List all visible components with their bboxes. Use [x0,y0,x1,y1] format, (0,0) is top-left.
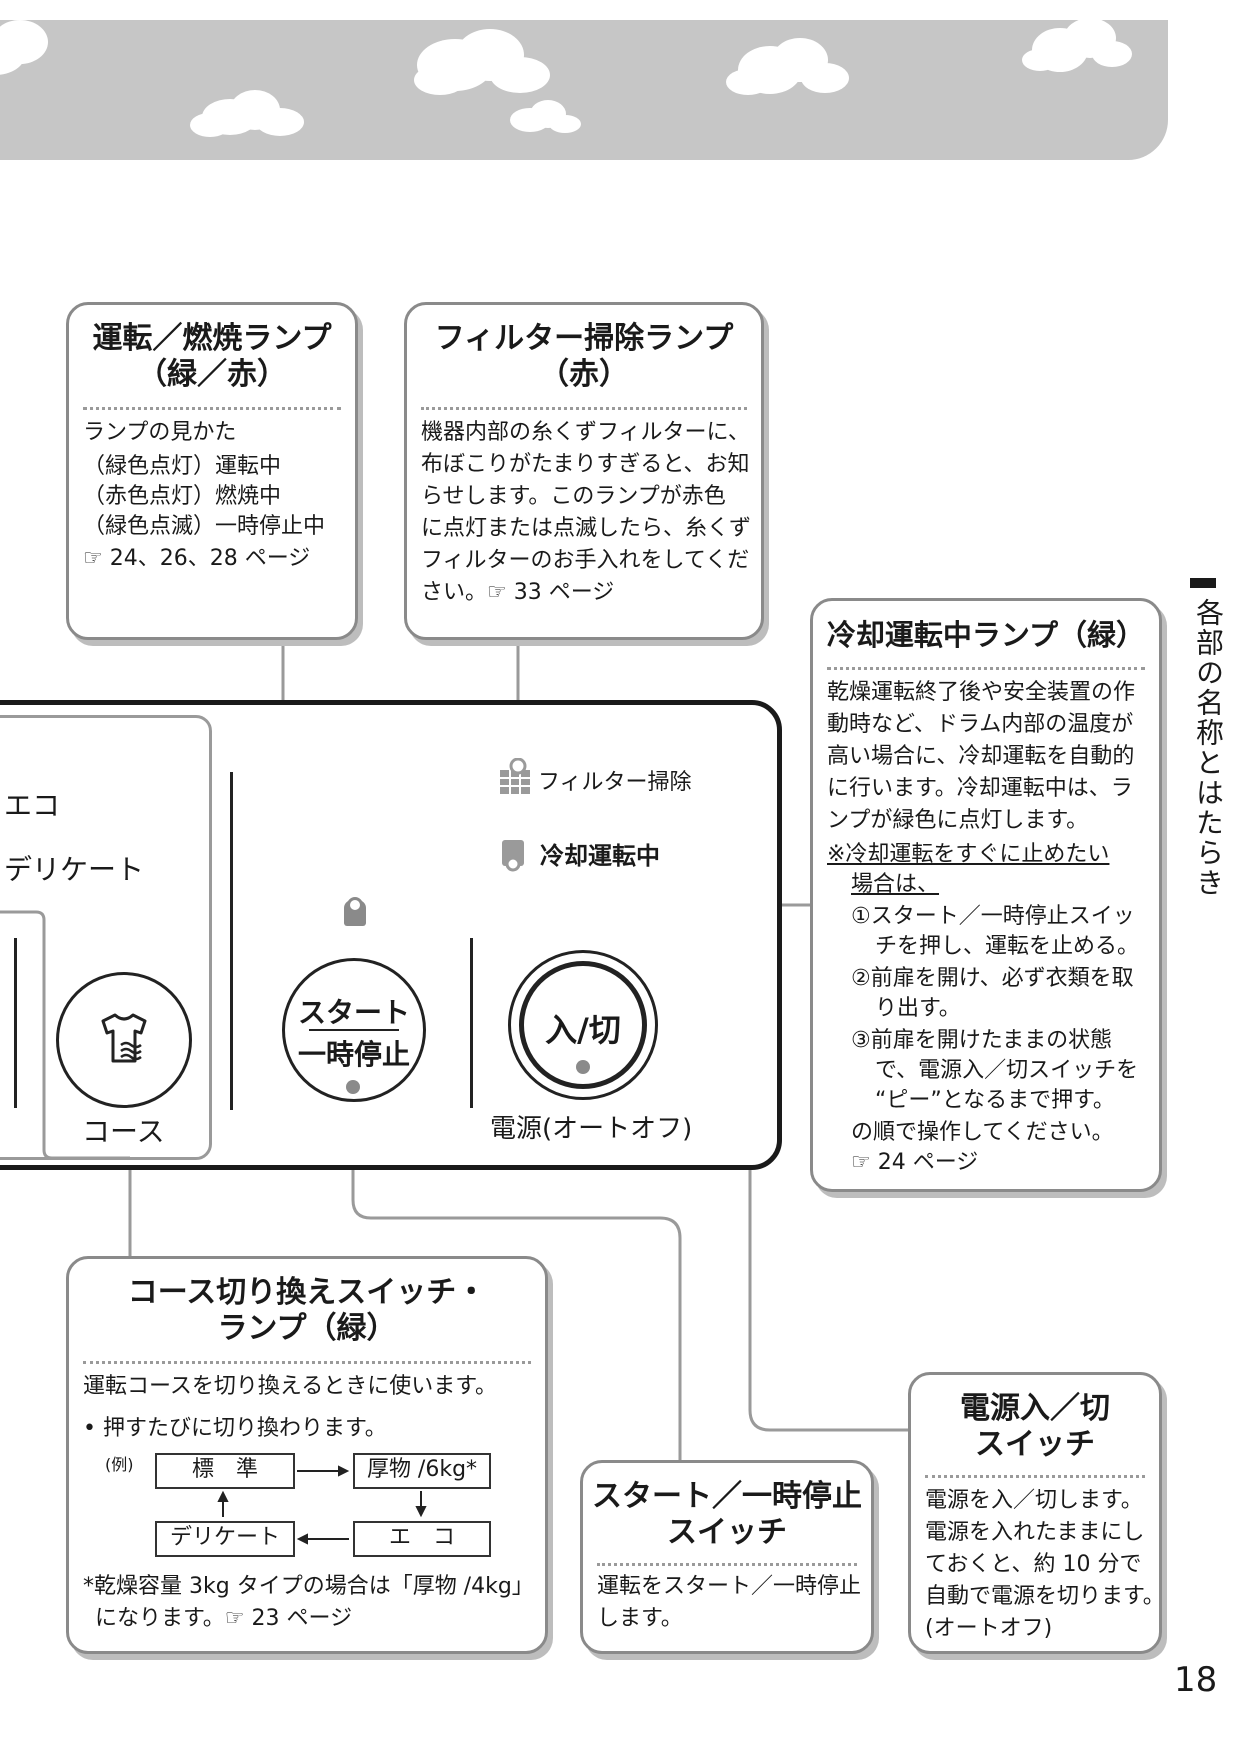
body-line: 乾燥運転終了後や安全装置の作 [827,680,1136,705]
callout-title: スイッチ [667,1515,787,1550]
filter-icon [500,758,530,794]
callout-title: スイッチ [975,1427,1095,1462]
body-line: 自動で電源を切ります。 [925,1584,1165,1609]
pause-label: 一時停止 [297,1038,410,1071]
flow-arrows [217,1465,427,1545]
body-line: ランプの見かた [83,420,237,445]
run-lamp-dot [347,897,363,913]
dotted-divider [83,407,341,410]
callout-course-switch: コース切り換えスイッチ・ ランプ（緑） 運転コースを切り換えるときに使います。 … [66,1256,548,1654]
note-line: 場合は、 [851,872,940,897]
dotted-divider [421,407,747,410]
page-reference: ☞ 24、26、28 ページ [83,546,311,571]
body-line: （緑色点灯）運転中 [83,454,282,479]
dotted-divider [597,1563,857,1566]
power-pointer-dot [576,1060,590,1074]
dotted-divider [925,1475,1145,1478]
page-number: 18 [1174,1660,1218,1700]
panel-divider [230,772,233,1110]
course-item-eco: エコ [4,789,61,822]
body-line: （赤色点灯）燃焼中 [83,484,282,509]
power-label: 電源(オートオフ) [490,1114,693,1144]
filter-indicator-label: フィルター掃除 [538,770,692,795]
callout-title: （緑／赤） [137,357,287,392]
course-label: コース [82,1115,165,1148]
body-line: ておくと、約 10 分で [925,1552,1142,1577]
power-button-label: 入/切 [545,1011,621,1049]
course-item-delicate: デリケート [4,853,145,886]
body-line: さい。☞ 33 ページ [421,580,615,605]
bullet-line: • 押すたびに切り換わります。 [83,1416,387,1441]
callout-title: 冷却運転中ランプ（緑） [826,618,1146,652]
body-line: 高い場合に、冷却運転を自動的 [827,744,1135,769]
start-button-divider [309,1029,399,1031]
flow-eco: エ コ [353,1521,491,1557]
step-line: で、電源入／切スイッチを [875,1058,1139,1083]
course-button[interactable] [56,972,192,1108]
power-button-ring [519,961,647,1089]
step-line: ②前扉を開け、必ず衣類を取 [851,966,1134,991]
cloud-decoration [0,20,1132,137]
body-line: 運転をスタート／一時停止 [597,1574,862,1599]
panel-divider [14,938,17,1108]
body-line: らせします。このランプが赤色 [421,484,726,509]
footnote: になります。☞ 23 ページ [95,1606,353,1631]
flow-delicate: デリケート [155,1521,295,1557]
body-line: 布ぼこりがたまりすぎると、お知 [421,452,750,477]
step-line: ①スタート／一時停止スイッ [851,904,1135,929]
section-tab-label: 各部の名称とはたらき [1192,598,1225,898]
body-line: します。 [597,1606,683,1631]
callout-title: ランプ（緑） [217,1311,397,1346]
body-line: の順で操作してください。 [851,1120,1114,1145]
power-button[interactable]: 入/切 [508,950,658,1100]
flow-standard: 標 準 [155,1453,295,1489]
callout-filter-lamp: フィルター掃除ランプ （赤） 機器内部の糸くずフィルターに、 布ぼこりがたまりす… [404,302,764,640]
body-line: に行います。冷却運転中は、ラ [827,776,1133,801]
cooling-lamp-icon [502,840,524,872]
callout-title: フィルター掃除ランプ [434,321,734,356]
body-line: (オートオフ) [925,1616,1053,1641]
course-bracket [0,910,130,1160]
section-tab-marker [1190,578,1216,588]
footnote: *乾燥容量 3kg タイプの場合は「厚物 /4kg」 [83,1574,534,1599]
callout-title: （赤） [539,357,629,392]
cooling-indicator-label: 冷却運転中 [540,842,660,870]
start-pause-button[interactable]: スタート 一時停止 [282,958,426,1102]
body-line: 電源を入れたままにし [925,1520,1145,1545]
body-line: フィルターのお手入れをしてくだ [421,548,750,573]
body-line: に点灯または点滅したら、糸くず [421,516,752,541]
body-line: 運転コースを切り換えるときに使います。 [83,1374,498,1399]
shirt-icon [101,1013,147,1063]
step-line: ③前扉を開けたままの状態 [851,1028,1113,1053]
callout-cooling-lamp: 冷却運転中ランプ（緑） 乾燥運転終了後や安全装置の作 動時など、ドラム内部の温度… [810,598,1162,1192]
callout-run-lamp: 運転／燃焼ランプ （緑／赤） ランプの見かた （緑色点灯）運転中 （赤色点灯）燃… [66,302,358,640]
callout-power-switch: 電源入／切 スイッチ 電源を入／切します。 電源を入れたままにし ておくと、約 … [908,1372,1165,1654]
body-line: ンプが緑色に点灯します。 [827,808,1089,833]
body-line: （緑色点滅）一時停止中 [83,514,326,539]
callout-start-switch: スタート／一時停止 スイッチ 運転をスタート／一時停止 します。 [580,1460,874,1654]
callout-title: スタート／一時停止 [592,1479,862,1514]
dotted-divider [83,1361,531,1364]
callout-title: 運転／燃焼ランプ [92,321,332,356]
body-line: 機器内部の糸くずフィルターに、 [421,420,750,445]
dotted-divider [827,667,1145,670]
example-label: (例) [105,1455,134,1474]
step-line: “ピー”となるまで押す。 [875,1088,1115,1113]
start-label: スタート [297,996,410,1029]
note-line: ※冷却運転をすぐに止めたい [827,842,1110,867]
body-line: 動時など、ドラム内部の温度が [827,712,1134,737]
panel-divider [470,938,473,1108]
start-pointer-dot [346,1080,360,1094]
step-line: チを押し、運転を止める。 [875,934,1140,959]
body-line: 電源を入／切します。 [925,1488,1143,1513]
page-reference: ☞ 24 ページ [851,1150,979,1175]
callout-title: コース切り換えスイッチ・ [127,1275,487,1310]
flow-heavy: 厚物 /6kg* [353,1453,491,1489]
header-band [0,20,1168,160]
step-line: り出す。 [875,996,961,1021]
callout-title: 電源入／切 [960,1391,1110,1426]
